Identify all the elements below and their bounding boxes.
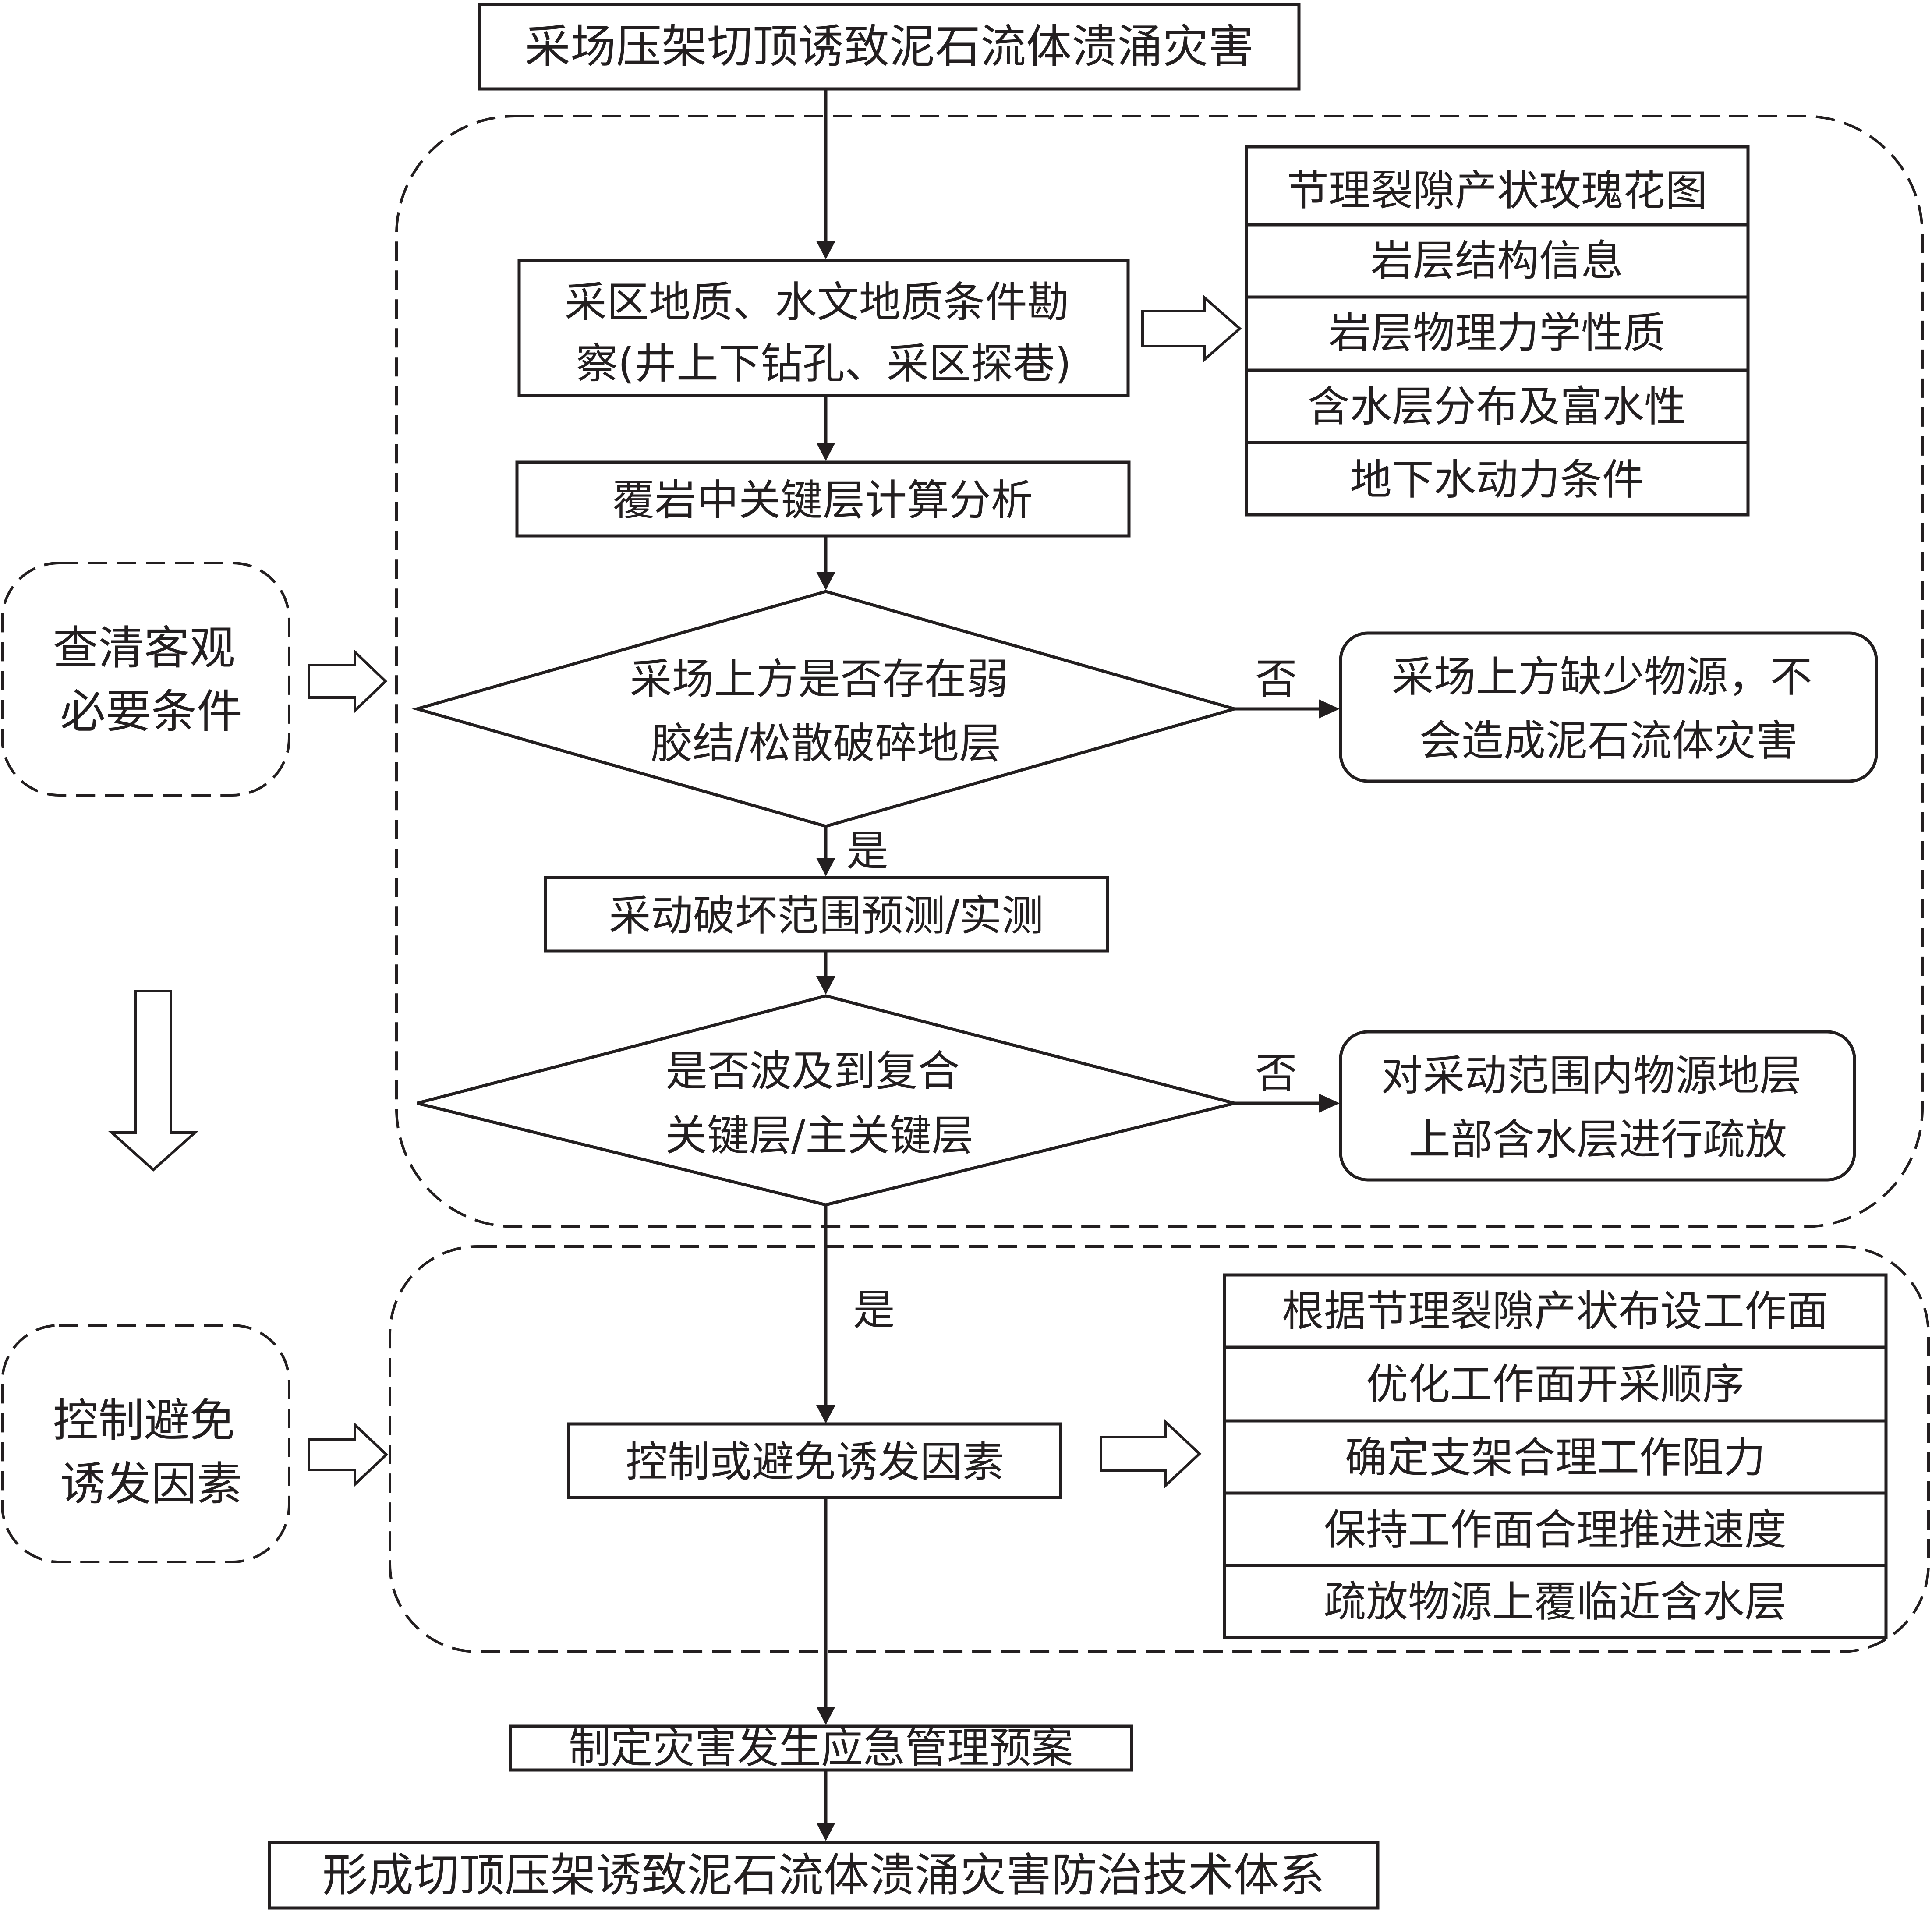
control-group-frame (389, 1245, 1930, 1653)
emergency-plan-box (509, 1724, 1133, 1772)
control-measure-item: 疏放物源上覆临近含水层 (1324, 1577, 1787, 1626)
left-label-control-frame (1, 1324, 290, 1563)
final-text: 形成切顶压架诱致泥石流体溃涌灾害防治技术体系 (322, 1848, 1325, 1902)
control-trigger-text: 控制或避免诱发因素 (626, 1438, 1004, 1487)
control-measures-list: 根据节理裂隙产状布设工作面 优化工作面开采顺序 确定支架合理工作阻力 保持工作面… (1223, 1273, 1888, 1639)
decision-weak-strata-text: 采场上方是否存在弱 胶结/松散破碎地层 (630, 655, 1022, 768)
connector-decision1-to-damage (816, 827, 835, 876)
branch-no-label: 否 (1255, 1049, 1297, 1098)
left-label-control: 控制避免 诱发因素 (53, 1394, 249, 1511)
survey-text: 采区地质、水文地质条件勘 察(井上下钻孔、采区探巷) (565, 278, 1083, 388)
connector-plan-to-final (816, 1771, 835, 1841)
left-label-investigate: 查清客观 必要条件 (53, 621, 249, 738)
key-layer-text: 覆岩中关键层计算分析 (612, 476, 1033, 525)
connector-survey-to-keylayer (816, 397, 835, 461)
connector-decision1-no (1235, 699, 1340, 719)
decision-key-layer-reach (417, 994, 1235, 1207)
connector-control-to-plan (816, 1498, 835, 1725)
survey-result-item: 岩层结构信息 (1371, 236, 1623, 285)
survey-result-item: 节理裂隙产状玫瑰花图 (1287, 166, 1707, 215)
control-measure-item: 根据节理裂隙产状布设工作面 (1282, 1287, 1829, 1336)
final-box (268, 1841, 1380, 1910)
survey-results-list: 节理裂隙产状玫瑰花图 岩层结构信息 岩层物理力学性质 含水层分布及富水性 地下水… (1245, 145, 1750, 517)
control-measure-item: 确定支架合理工作阻力 (1345, 1433, 1766, 1482)
outcome-drain-box (1339, 1030, 1856, 1182)
left-label-investigate-frame (1, 562, 290, 797)
branch-yes-label: 是 (846, 826, 888, 875)
branch-no-label: 否 (1255, 655, 1297, 704)
survey-result-item: 地下水动力条件 (1350, 455, 1644, 504)
connector-keylayer-to-decision1 (816, 537, 835, 590)
connector-top-to-survey (816, 90, 835, 259)
connector-decision2-to-control (816, 1205, 835, 1423)
decision-key-layer-reach-text: 是否波及到复合 关键层/主关键层 (665, 1047, 973, 1160)
outcome-no-source-text: 采场上方缺少物源，不 会造成泥石流体灾害 (1392, 652, 1826, 765)
control-trigger-box (567, 1422, 1062, 1499)
decision-weak-strata (411, 590, 1240, 828)
outcome-drain-text: 对采动范围内物源地层 上部含水层进行疏放 (1381, 1051, 1815, 1164)
top-title-box (478, 3, 1301, 91)
hollow-arrow-right-survey (1141, 295, 1242, 362)
connector-damage-to-decision2 (816, 952, 835, 995)
connector-decision2-no (1235, 1094, 1340, 1113)
branch-yes-label: 是 (853, 1285, 895, 1335)
damage-range-text: 采动破坏范围预测/实测 (609, 891, 1044, 940)
survey-result-item: 含水层分布及富水性 (1308, 382, 1686, 431)
hollow-arrow-right-control (1100, 1419, 1202, 1489)
damage-range-box (544, 876, 1109, 953)
emergency-plan-text: 制定灾害发生应急管理预案 (569, 1724, 1073, 1773)
hollow-arrow-down (108, 990, 198, 1172)
control-measure-item: 保持工作面合理推进速度 (1324, 1505, 1787, 1554)
key-layer-box (515, 460, 1131, 538)
top-title: 采场压架切顶诱致泥石流体溃涌灾害 (525, 20, 1254, 73)
control-measure-item: 优化工作面开采顺序 (1366, 1360, 1744, 1409)
survey-result-item: 岩层物理力学性质 (1329, 308, 1665, 358)
hollow-arrow-right-control-label (308, 1422, 389, 1487)
investigation-group-frame (395, 115, 1924, 1228)
outcome-no-source-box (1339, 631, 1878, 783)
survey-box (517, 259, 1130, 397)
hollow-arrow-right-investigate (308, 648, 388, 714)
